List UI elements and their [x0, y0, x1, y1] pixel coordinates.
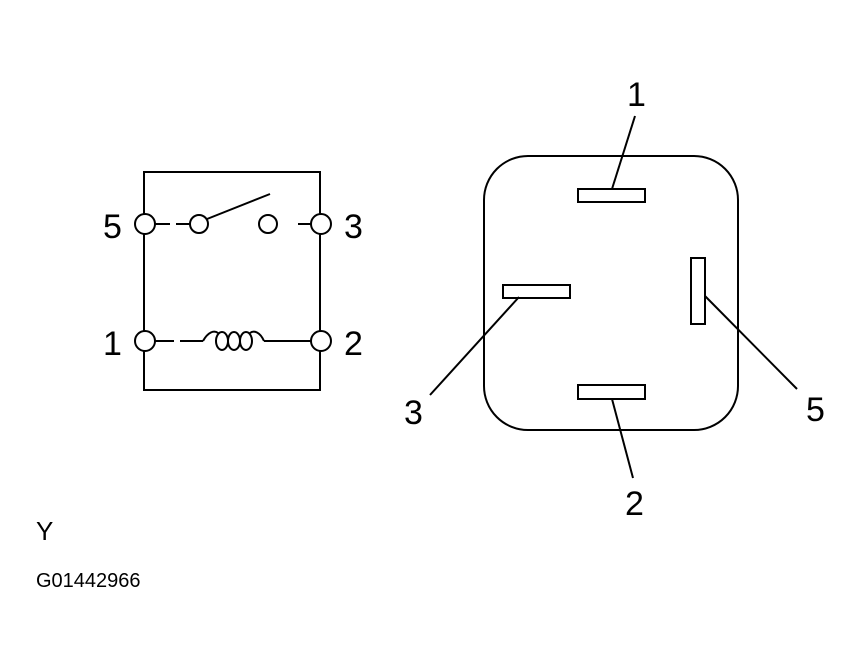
- view-letter: Y: [36, 516, 54, 546]
- leader-line-2: [611, 398, 634, 479]
- schematic-pin-2-label: 2: [344, 325, 363, 363]
- connector-pin-5-label: 5: [806, 391, 825, 429]
- terminal-5: [134, 213, 156, 235]
- connector-body: [483, 155, 739, 431]
- slot-3: [502, 284, 571, 299]
- leader-line-5: [704, 295, 798, 390]
- terminal-1: [134, 330, 156, 352]
- relay-schematic: [134, 171, 332, 391]
- schematic-pin-1-label: 1: [103, 325, 122, 363]
- leader-line-3: [429, 296, 520, 396]
- schematic-pin-3-label: 3: [344, 208, 363, 246]
- connector-pin-1-label: 1: [627, 76, 646, 114]
- relay-connector: [429, 115, 798, 479]
- connector-pin-3-label: 3: [404, 394, 423, 432]
- terminal-3: [310, 213, 332, 235]
- switch-contact: [155, 193, 311, 234]
- leader-line-1: [611, 115, 636, 190]
- schematic-pin-5-label: 5: [103, 208, 122, 246]
- connector-pin-2-label: 2: [625, 485, 644, 523]
- terminal-2: [310, 330, 332, 352]
- coil: [155, 330, 311, 351]
- slot-2: [577, 384, 646, 400]
- schematic-frame: [143, 171, 321, 391]
- figure-id: G01442966: [36, 570, 141, 592]
- slot-5: [690, 257, 706, 325]
- slot-1: [577, 188, 646, 203]
